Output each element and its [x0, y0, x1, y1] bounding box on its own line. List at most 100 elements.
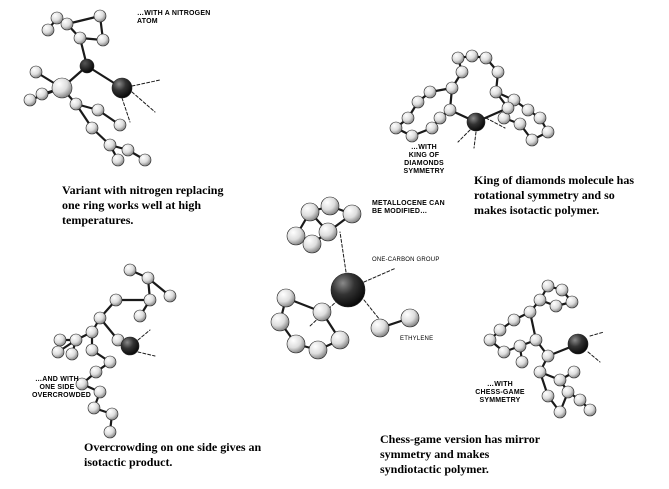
carbon-atom	[521, 103, 535, 117]
coordination-bond	[485, 117, 506, 129]
label-chess-game: …WITH CHESS-GAME SYMMETRY	[475, 381, 525, 404]
coordination-bond	[587, 351, 601, 363]
label-one-carbon-group: ONE-CARBON GROUP	[372, 257, 440, 263]
carbon-atom	[465, 49, 479, 63]
nitrogen-atom	[79, 58, 95, 74]
label-metallocene: METALLOCENE CAN BE MODIFIED…	[372, 200, 445, 215]
carbon-atom	[411, 95, 425, 109]
coordination-bond	[131, 79, 161, 87]
carbon-atom	[455, 65, 469, 79]
carbon-atom	[523, 305, 537, 319]
carbon-atom	[103, 425, 117, 439]
label-overcrowded: …AND WITH ONE SIDE OVERCROWDED	[32, 376, 91, 399]
carbon-atom	[489, 85, 503, 99]
carbon-atom	[85, 343, 99, 357]
metal-atom	[466, 112, 486, 132]
carbon-atom	[73, 31, 87, 45]
carbon-atom	[85, 325, 99, 339]
carbon-atom	[513, 339, 527, 353]
carbon-atom	[565, 295, 579, 309]
carbon-atom	[35, 87, 49, 101]
carbon-atom	[553, 373, 567, 387]
coordination-bond	[363, 267, 397, 283]
carbon-atom	[533, 365, 547, 379]
carbon-atom	[308, 340, 328, 360]
carbon-atom	[93, 9, 107, 23]
carbon-atom	[300, 202, 320, 222]
carbon-atom	[443, 103, 457, 117]
carbon-atom	[479, 51, 493, 65]
carbon-atom	[53, 333, 67, 347]
carbon-atom	[286, 226, 306, 246]
carbon-atom	[491, 65, 505, 79]
carbon-atom	[553, 405, 567, 419]
coordination-bond	[589, 331, 605, 337]
carbon-atom	[541, 279, 555, 293]
metal-atom	[567, 333, 589, 355]
carbon-atom	[85, 121, 99, 135]
label-ethylene: ETHYLENE	[400, 336, 434, 342]
caption-nitrogen-variant: Variant with nitrogen replacing one ring…	[62, 183, 224, 227]
carbon-atom	[561, 385, 575, 399]
carbon-atom	[370, 318, 390, 338]
coordination-bond	[137, 329, 151, 341]
carbon-atom	[583, 403, 597, 417]
carbon-atom	[405, 129, 419, 143]
carbon-atom	[401, 111, 415, 125]
carbon-atom	[529, 333, 543, 347]
carbon-atom	[103, 138, 117, 152]
carbon-atom	[133, 309, 147, 323]
carbon-atom	[549, 299, 563, 313]
metal-atom	[111, 77, 133, 99]
carbon-atom	[141, 271, 155, 285]
metal-atom	[120, 336, 140, 356]
label-nitrogen-atom: …WITH A NITROGEN ATOM	[137, 10, 211, 25]
carbon-atom	[507, 313, 521, 327]
coordination-bond	[339, 231, 347, 273]
carbon-atom	[163, 289, 177, 303]
carbon-atom	[493, 323, 507, 337]
carbon-atom	[69, 333, 83, 347]
carbon-atom	[555, 283, 569, 297]
carbon-atom	[501, 101, 515, 115]
carbon-atom	[312, 302, 332, 322]
carbon-atom	[51, 77, 73, 99]
caption-chess-game: Chess-game version has mirror symmetry a…	[380, 432, 541, 476]
carbon-atom	[123, 263, 137, 277]
carbon-atom	[138, 153, 152, 167]
carbon-atom	[541, 389, 555, 403]
carbon-atom	[573, 393, 587, 407]
carbon-atom	[93, 311, 107, 325]
carbon-atom	[51, 345, 65, 359]
carbon-atom	[69, 97, 83, 111]
carbon-atom	[96, 33, 110, 47]
carbon-atom	[143, 293, 157, 307]
carbon-atom	[29, 65, 43, 79]
carbon-atom	[330, 330, 350, 350]
carbon-atom	[445, 81, 459, 95]
carbon-atom	[50, 11, 64, 25]
carbon-atom	[276, 288, 296, 308]
carbon-atom	[41, 23, 55, 37]
carbon-atom	[451, 51, 465, 65]
carbon-atom	[91, 103, 105, 117]
carbon-atom	[105, 407, 119, 421]
carbon-atom	[270, 312, 290, 332]
carbon-atom	[65, 347, 79, 361]
carbon-atom	[113, 118, 127, 132]
carbon-atom	[483, 333, 497, 347]
carbon-atom	[433, 111, 447, 125]
carbon-atom	[121, 143, 135, 157]
carbon-atom	[525, 133, 539, 147]
carbon-atom	[533, 293, 547, 307]
coordination-bond	[457, 129, 471, 143]
carbon-atom	[286, 334, 306, 354]
carbon-atom	[513, 117, 527, 131]
atoms-layer	[23, 9, 597, 439]
coordination-bond	[363, 299, 381, 321]
carbon-atom	[60, 17, 74, 31]
carbon-atom	[75, 377, 89, 391]
carbon-atom	[318, 222, 338, 242]
